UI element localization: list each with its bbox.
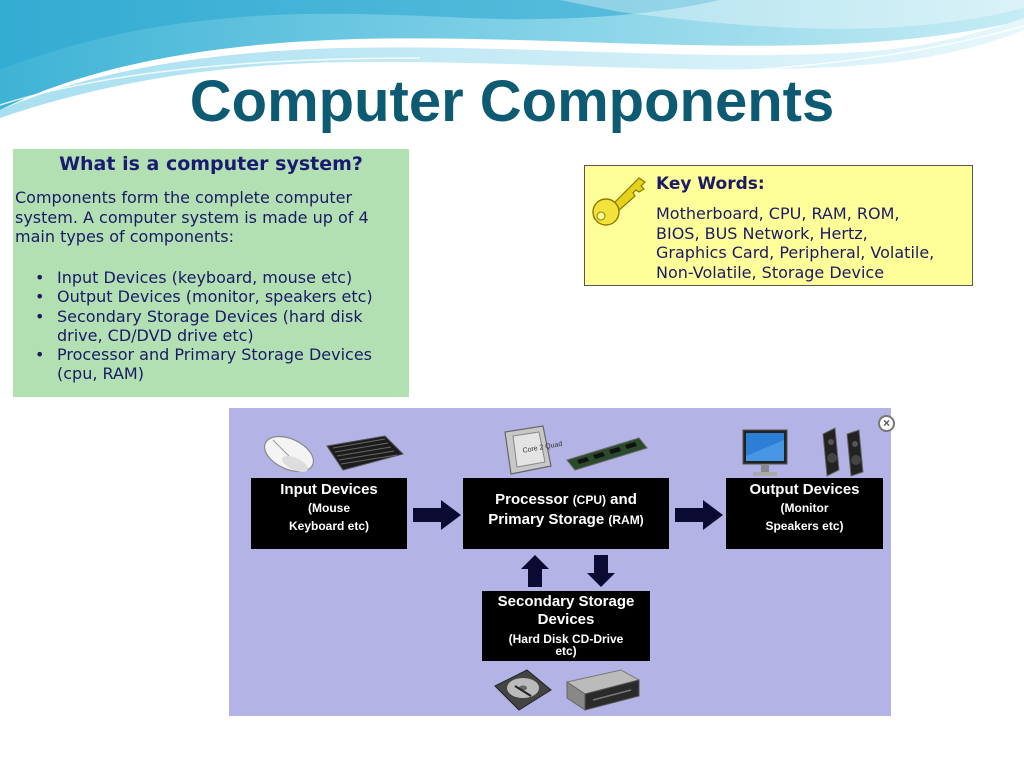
slide-title: Computer Components: [189, 69, 835, 134]
component-types-list: Input Devices (keyboard, mouse etc) Outp…: [13, 268, 409, 384]
header-wave-decoration: [0, 0, 1024, 118]
input-devices-sub: Keyboard etc): [288, 519, 370, 533]
ram-text: (RAM): [608, 513, 644, 527]
arrow-up-icon: [521, 555, 549, 587]
processor-line: Processor (CPU) and: [463, 490, 669, 510]
key-words-line: Motherboard, CPU, RAM, ROM,: [656, 204, 900, 223]
output-devices-box: Output Devices (Monitor Speakers etc): [726, 478, 883, 549]
intro-line: system. A computer system is made up of …: [15, 207, 369, 227]
processor-primary-storage-box: Processor (CPU) and Primary Storage (RAM…: [463, 478, 669, 549]
keyboard-icon: [326, 435, 404, 471]
close-icon[interactable]: ×: [878, 415, 895, 432]
arrow-right-icon: [675, 500, 723, 530]
info-box-heading: What is a computer system?: [59, 153, 363, 175]
output-devices-sub: (Monitor: [780, 501, 829, 515]
intro-line: Components form the complete computer: [15, 188, 353, 207]
primary-storage-text: Primary Storage: [488, 511, 609, 528]
input-devices-sub: (Mouse: [308, 501, 350, 515]
output-devices-title: Output Devices: [749, 481, 860, 498]
primary-storage-line: Primary Storage (RAM): [463, 510, 669, 530]
key-words-line: Graphics Card, Peripheral, Volatile,: [656, 243, 935, 262]
list-item-text: Processor and Primary Storage Devices: [57, 345, 372, 365]
list-item-text: Input Devices (keyboard, mouse etc): [57, 268, 353, 287]
arrow-down-icon: [587, 555, 615, 587]
key-words-line: BIOS, BUS Network, Hertz,: [656, 223, 868, 243]
list-item: Processor and Primary Storage Devices(cp…: [13, 345, 409, 384]
processor-text: Processor: [495, 491, 573, 508]
hard-disk-icon: [494, 669, 552, 711]
secondary-storage-title: Secondary Storage: [497, 593, 635, 610]
mouse-icon: [263, 435, 315, 473]
key-words-line: Non-Volatile, Storage Device: [656, 262, 885, 282]
cd-drive-icon: [565, 669, 641, 711]
secondary-storage-title: Devices: [537, 611, 595, 628]
list-item-text: Secondary Storage Devices (hard disk: [57, 306, 363, 326]
secondary-storage-sub: (Hard Disk CD-Drive: [508, 632, 624, 646]
input-devices-box: Input Devices (Mouse Keyboard etc): [251, 478, 407, 549]
list-item: Output Devices (monitor, speakers etc): [13, 287, 409, 307]
input-devices-title: Input Devices: [280, 481, 378, 498]
list-item: Secondary Storage Devices (hard diskdriv…: [13, 307, 409, 346]
key-icon: [592, 177, 646, 226]
secondary-storage-box: Secondary Storage Devices (Hard Disk CD-…: [482, 591, 650, 661]
secondary-storage-sub: etc): [555, 644, 577, 658]
list-item-text: Output Devices (monitor, speakers etc): [57, 287, 373, 307]
list-item: Input Devices (keyboard, mouse etc): [13, 268, 409, 288]
ram-stick-icon: [566, 437, 648, 471]
output-devices-sub: Speakers etc): [765, 519, 844, 533]
list-item-text: (cpu, RAM): [57, 364, 144, 384]
monitor-icon: [742, 429, 788, 476]
cpu-text: (CPU): [572, 493, 607, 507]
list-item-text: drive, CD/DVD drive etc): [57, 325, 254, 345]
speakers-icon: [822, 427, 864, 477]
cpu-chip-icon: Core 2 Quad: [504, 425, 563, 475]
intro-line: main types of components:: [15, 227, 234, 246]
key-words-heading: Key Words:: [656, 174, 765, 194]
arrow-right-icon: [413, 500, 461, 530]
info-box-intro: Components form the complete computer sy…: [15, 188, 407, 247]
key-words-list: Motherboard, CPU, RAM, ROM, BIOS, BUS Ne…: [656, 204, 968, 282]
and-text: and: [606, 491, 637, 508]
computer-components-diagram: Core 2 Quad Input Devices (Mouse Keyboar…: [229, 408, 891, 716]
key-words-box: Key Words: Motherboard, CPU, RAM, ROM, B…: [584, 165, 973, 286]
computer-system-info-box: What is a computer system? Components fo…: [13, 149, 409, 397]
